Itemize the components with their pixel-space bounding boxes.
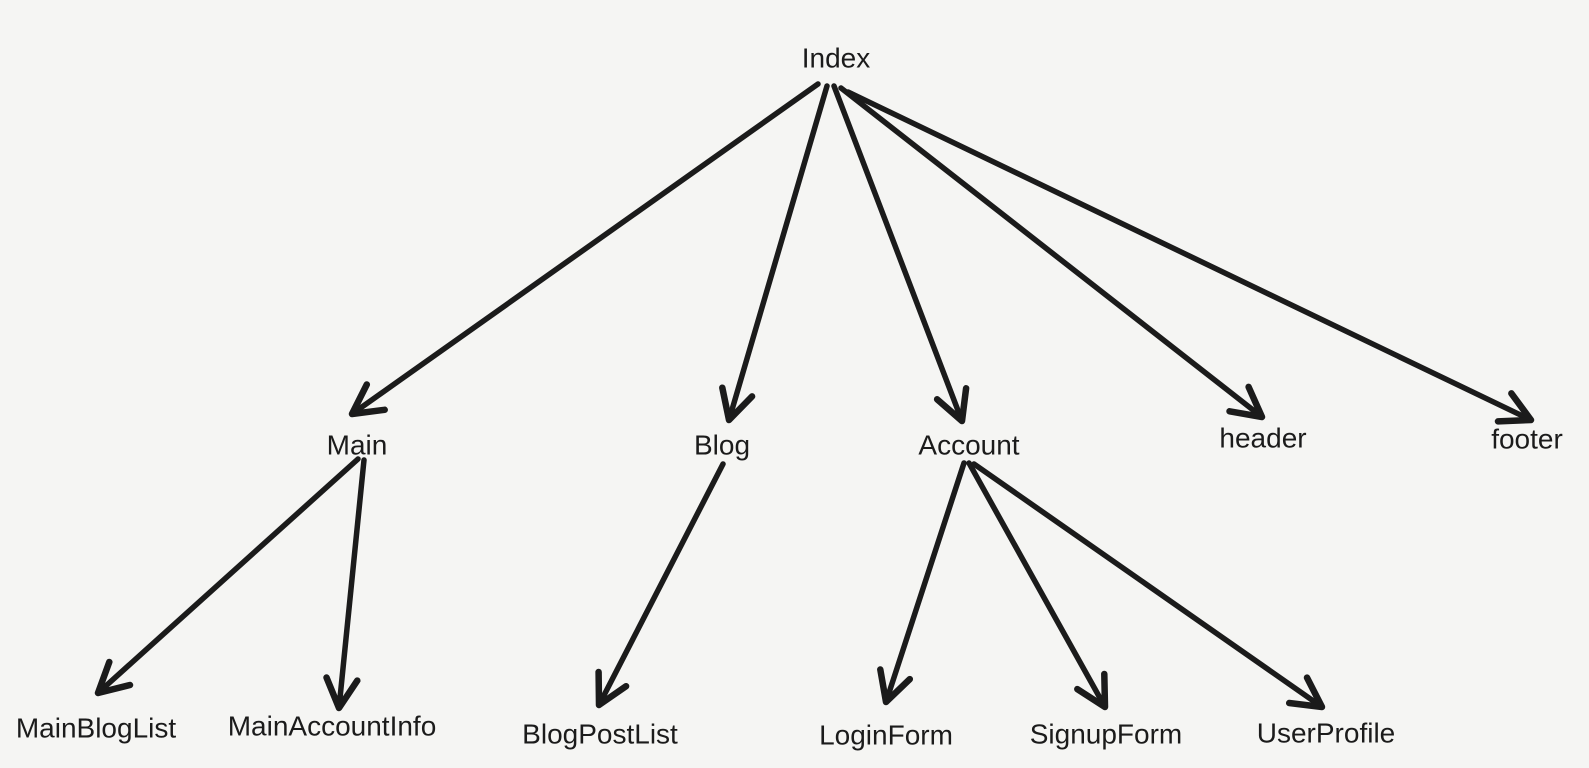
edge-arrow-index-to-account[interactable] bbox=[831, 83, 970, 425]
node-label-index[interactable]: Index bbox=[801, 42, 871, 74]
arrowhead-icon bbox=[595, 668, 630, 709]
edge-arrow-index-to-header[interactable] bbox=[838, 85, 1266, 421]
arrowhead-icon bbox=[1226, 383, 1266, 421]
node-label-loginform[interactable]: LoginForm bbox=[819, 719, 953, 751]
edge-arrow-index-to-footer[interactable] bbox=[845, 89, 1535, 425]
node-label-blog[interactable]: Blog bbox=[693, 429, 751, 461]
edge-line bbox=[336, 457, 367, 711]
edge-line bbox=[971, 461, 1325, 710]
node-label-main[interactable]: Main bbox=[326, 429, 388, 461]
node-label-account[interactable]: Account bbox=[918, 429, 1020, 461]
edge-line bbox=[883, 460, 967, 705]
node-label-header[interactable]: header bbox=[1219, 422, 1307, 454]
edge-arrow-account-to-userprofile[interactable] bbox=[971, 461, 1326, 711]
edge-arrow-main-to-mainaccountinfo[interactable] bbox=[323, 457, 367, 712]
node-label-signupform[interactable]: SignupForm bbox=[1029, 718, 1183, 750]
arrowhead-icon bbox=[323, 674, 361, 712]
edge-line bbox=[349, 81, 821, 417]
edge-line bbox=[596, 461, 726, 708]
edge-arrow-blog-to-blogpostlist[interactable] bbox=[595, 461, 726, 709]
edge-line bbox=[838, 85, 1265, 420]
arrowhead-icon bbox=[877, 666, 914, 706]
edge-line bbox=[831, 83, 965, 424]
node-label-blogpostlist[interactable]: BlogPostList bbox=[522, 718, 678, 750]
edge-arrow-index-to-main[interactable] bbox=[348, 81, 821, 418]
edge-line bbox=[966, 460, 1108, 710]
edge-line bbox=[95, 456, 361, 696]
edge-arrow-account-to-loginform[interactable] bbox=[877, 460, 967, 706]
node-label-mainbloglist[interactable]: MainBlogList bbox=[15, 712, 177, 744]
arrowhead-icon bbox=[1285, 674, 1326, 711]
arrowhead-icon bbox=[1074, 670, 1109, 711]
node-label-footer[interactable]: footer bbox=[1491, 423, 1563, 455]
edge-arrow-main-to-mainbloglist[interactable] bbox=[94, 456, 361, 697]
arrowhead-icon bbox=[1494, 390, 1535, 425]
node-label-userprofile[interactable]: UserProfile bbox=[1256, 717, 1396, 749]
arrowhead-icon bbox=[719, 384, 756, 424]
edge-line bbox=[726, 83, 830, 423]
arrowhead-icon bbox=[348, 381, 388, 418]
node-label-mainaccountinfo[interactable]: MainAccountInfo bbox=[227, 710, 437, 742]
edge-arrow-index-to-blog[interactable] bbox=[719, 83, 830, 424]
arrowhead-icon bbox=[94, 658, 134, 697]
arrowhead-icon bbox=[933, 385, 970, 425]
edge-arrow-account-to-signupform[interactable] bbox=[966, 460, 1109, 711]
edge-line bbox=[845, 89, 1534, 423]
